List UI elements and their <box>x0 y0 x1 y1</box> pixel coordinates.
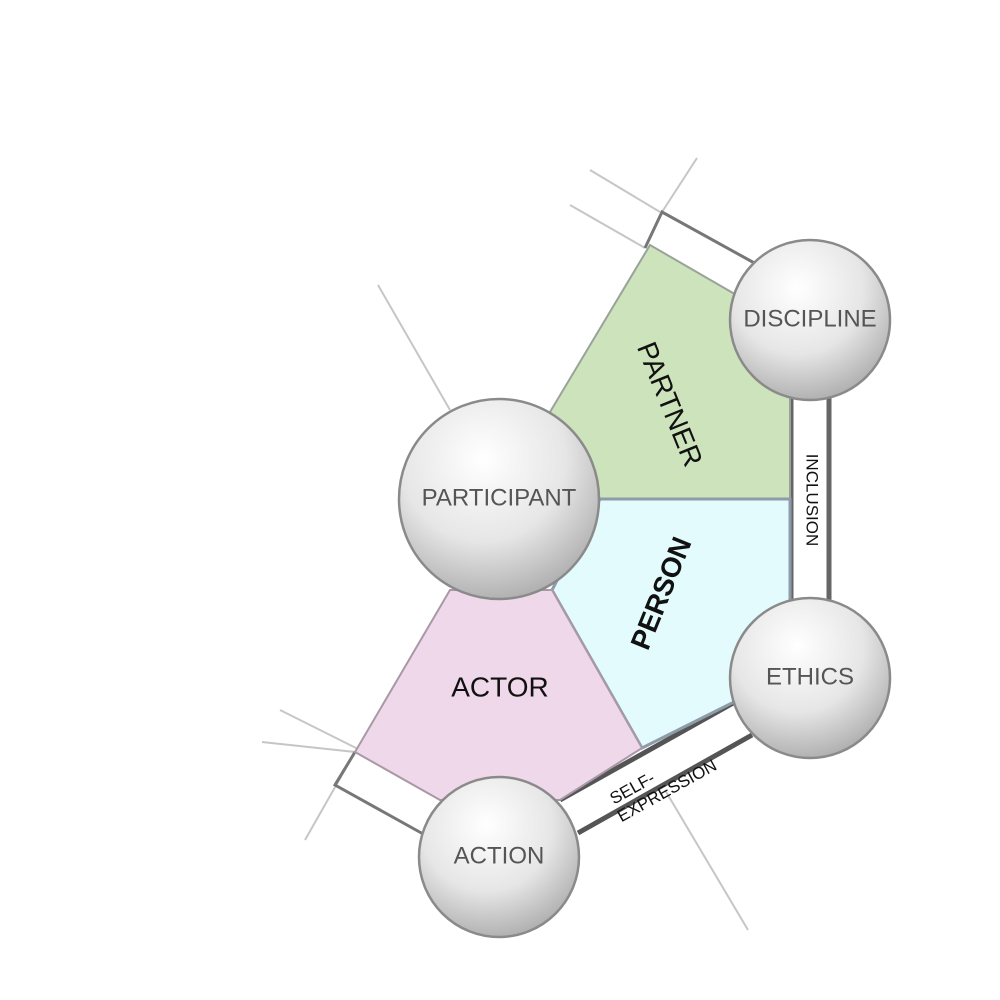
ray <box>664 789 749 931</box>
node-action: ACTION <box>417 775 581 939</box>
ray <box>279 709 361 751</box>
ray <box>589 169 661 213</box>
participant-label: PARTICIPANT <box>422 484 577 511</box>
self-expression-rail-top <box>558 699 737 803</box>
ray <box>661 157 698 213</box>
ray <box>377 284 451 411</box>
ethics-label: ETHICS <box>766 663 854 690</box>
background-rays <box>255 157 995 931</box>
node-participant: PARTICIPANT <box>397 397 601 601</box>
ray <box>261 741 356 753</box>
actor-label: ACTOR <box>451 671 549 702</box>
actor-region <box>353 589 644 801</box>
discipline-frame <box>643 209 759 267</box>
action-label: ACTION <box>454 842 545 869</box>
self-expression-rail-bottom <box>576 732 754 836</box>
action-frame <box>332 751 426 837</box>
discipline-label: DISCIPLINE <box>743 305 876 332</box>
ray <box>569 204 646 249</box>
node-discipline: DISCIPLINE <box>728 238 892 402</box>
node-ethics: ETHICS <box>728 596 892 760</box>
inclusion-label: INCLUSION <box>803 454 822 547</box>
